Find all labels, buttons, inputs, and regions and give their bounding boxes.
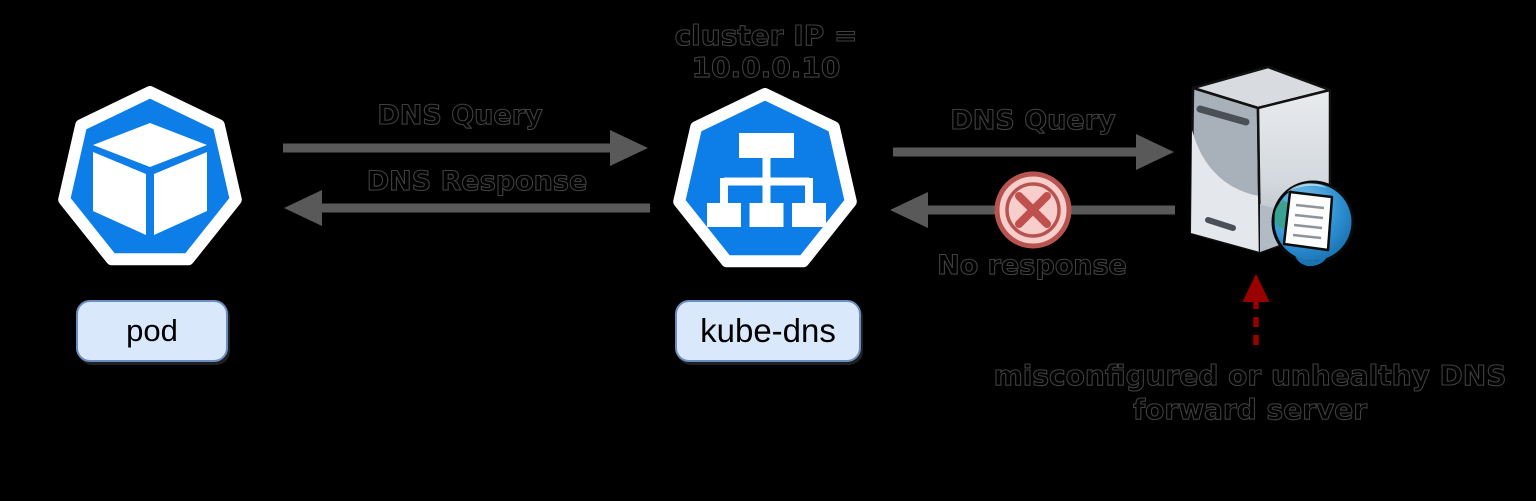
pod-label-box: pod [76,300,228,362]
server-vent-slot-top [1196,105,1250,126]
arrow-pod-to-kubedns [283,130,648,166]
edge-label-dns-query-right: DNS Query [950,104,1116,136]
misconfigured-caption-line1: misconfigured or unhealthy DNS [993,358,1507,392]
misconfigured-caption-line2: forward server [1132,392,1368,426]
kubernetes-sitemap-icon [673,88,857,268]
arrow-kubedns-to-pod [284,190,650,226]
pod-label: pod [126,313,178,348]
red-dashed-up-arrow-icon [1242,273,1270,345]
kubernetes-pod-cube-icon [58,86,242,266]
cluster-ip-line1: cluster IP = [674,19,858,52]
kube-dns-label: kube-dns [700,312,836,349]
server-vent-slot-bottom [1205,217,1236,231]
document-icon [1282,190,1334,252]
edge-label-no-response: No response [937,249,1128,281]
edge-label-dns-query-left: DNS Query [377,99,543,131]
server-tower-globe-document-icon [1189,65,1355,267]
misconfigured-caption: misconfigured or unhealthy DNS forward s… [993,358,1507,427]
red-x-circle-icon [994,171,1072,249]
edge-label-dns-response: DNS Response [366,165,588,197]
cluster-ip-line2: 10.0.0.10 [691,51,841,84]
arrow-kubedns-to-server [893,134,1174,170]
cluster-ip-annotation: cluster IP = 10.0.0.10 [674,19,858,84]
kube-dns-label-box: kube-dns [675,300,861,362]
